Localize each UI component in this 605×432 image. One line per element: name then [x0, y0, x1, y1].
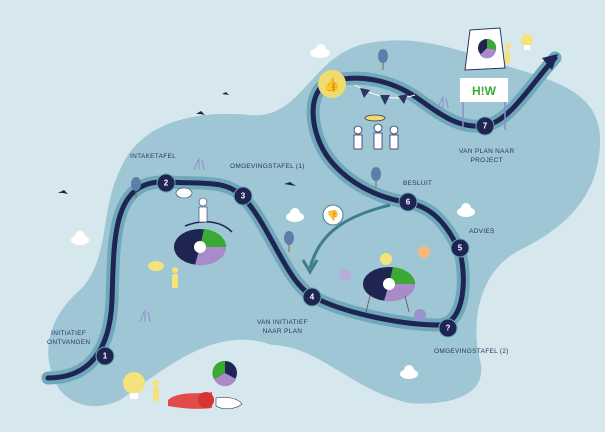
tree-icon	[371, 167, 381, 188]
person-icon	[153, 380, 159, 401]
round-table-icon	[363, 267, 416, 313]
svg-text:👎: 👎	[327, 210, 339, 222]
label-besluit: BESLUIT	[403, 180, 433, 187]
arrow-head-icon	[542, 54, 558, 70]
step-marker-6[interactable]: 6	[398, 192, 418, 212]
banner-sign-icon	[460, 78, 508, 130]
label-intaketafel: INTAKETAFEL	[130, 153, 177, 160]
thumbs-up-icon: 👍	[318, 70, 346, 98]
bunting-icon	[354, 84, 416, 105]
cloud-icon	[310, 44, 330, 58]
sign-text: H!W	[472, 84, 497, 98]
thumbs-down-icon: 👎	[322, 204, 344, 226]
svg-text:👍: 👍	[324, 77, 340, 92]
person-icon	[198, 197, 208, 223]
bird-icon	[196, 111, 205, 115]
grass-icon	[437, 96, 449, 109]
return-arrow-icon	[308, 203, 391, 269]
bird-icon	[284, 182, 296, 186]
speech-bubble-icon	[148, 261, 164, 271]
hand-icon	[215, 396, 243, 410]
lightbulb-icon	[521, 34, 533, 50]
bird-icon	[222, 92, 229, 95]
bird-icon	[58, 190, 68, 194]
person-icon	[172, 267, 178, 288]
tree-icon	[378, 49, 388, 70]
lightbulb-icon	[339, 269, 351, 281]
carpet-roll-icon	[198, 392, 214, 408]
lightbulb-icon	[380, 253, 392, 265]
tree-icon	[131, 177, 141, 198]
person-icon	[505, 43, 511, 64]
cloud-icon	[71, 231, 89, 245]
celebrating-people-icon	[353, 114, 399, 150]
step-marker-1[interactable]: 1	[95, 346, 115, 366]
step-marker-4[interactable]: 4	[302, 287, 322, 307]
label-advies: ADVIES	[469, 228, 495, 235]
cloud-icon	[400, 365, 418, 379]
grass-icon	[193, 158, 205, 171]
round-table-icon	[174, 220, 233, 266]
step-marker-question[interactable]: ?	[438, 318, 458, 338]
lightbulb-icon	[414, 309, 426, 321]
step-marker-7[interactable]: 7	[475, 116, 495, 136]
label-omgevingstafel-2: OMGEVINGSTAFEL (2)	[434, 348, 509, 355]
lightbulb-icon	[418, 246, 430, 258]
step-marker-5[interactable]: 5	[450, 238, 470, 258]
cloud-icon	[457, 203, 475, 217]
pie-chart-icon	[212, 360, 237, 387]
step-marker-3[interactable]: 3	[233, 186, 253, 206]
cloud-icon	[286, 208, 304, 222]
grass-icon	[139, 310, 151, 323]
step-marker-2[interactable]: 2	[156, 173, 176, 193]
flipchart-icon	[464, 27, 506, 71]
speech-bubble-icon	[175, 187, 193, 199]
label-omgevingstafel-1: OMGEVINGSTAFEL (1)	[230, 163, 305, 170]
tree-icon	[284, 231, 294, 252]
lightbulb-icon	[123, 372, 145, 399]
